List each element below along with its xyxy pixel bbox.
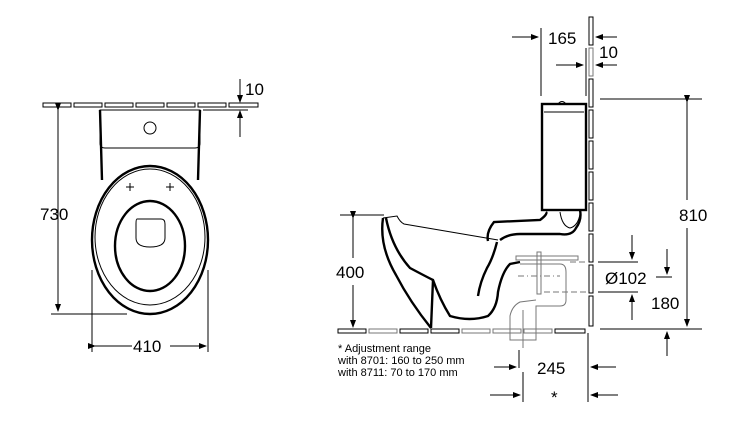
- dim-410: 410: [133, 337, 161, 356]
- top-view: 730 410 10: [40, 79, 264, 356]
- floor: [337, 328, 586, 334]
- wall: [588, 16, 594, 327]
- dim-810: 810: [679, 206, 707, 225]
- dim-730: 730: [40, 205, 68, 224]
- top-view-wall: [42, 102, 259, 108]
- dim-adjustment-asterisk: *: [551, 388, 558, 407]
- dim-10-side: 10: [599, 43, 618, 62]
- footnote-line-3: with 8711: 70 to 170 mm: [337, 367, 458, 379]
- footnote-line-1: * Adjustment range: [338, 343, 431, 355]
- footnote-line-2: with 8701: 160 to 250 mm: [337, 355, 465, 367]
- dim-400: 400: [336, 263, 364, 282]
- dim-165: 165: [548, 29, 576, 48]
- side-view: 400 165 10 810 Ø102 180 245: [336, 16, 707, 407]
- dim-245: 245: [537, 359, 565, 378]
- dim-180: 180: [651, 294, 679, 313]
- dim-diameter-102: Ø102: [605, 269, 647, 288]
- dim-10-top: 10: [245, 80, 264, 99]
